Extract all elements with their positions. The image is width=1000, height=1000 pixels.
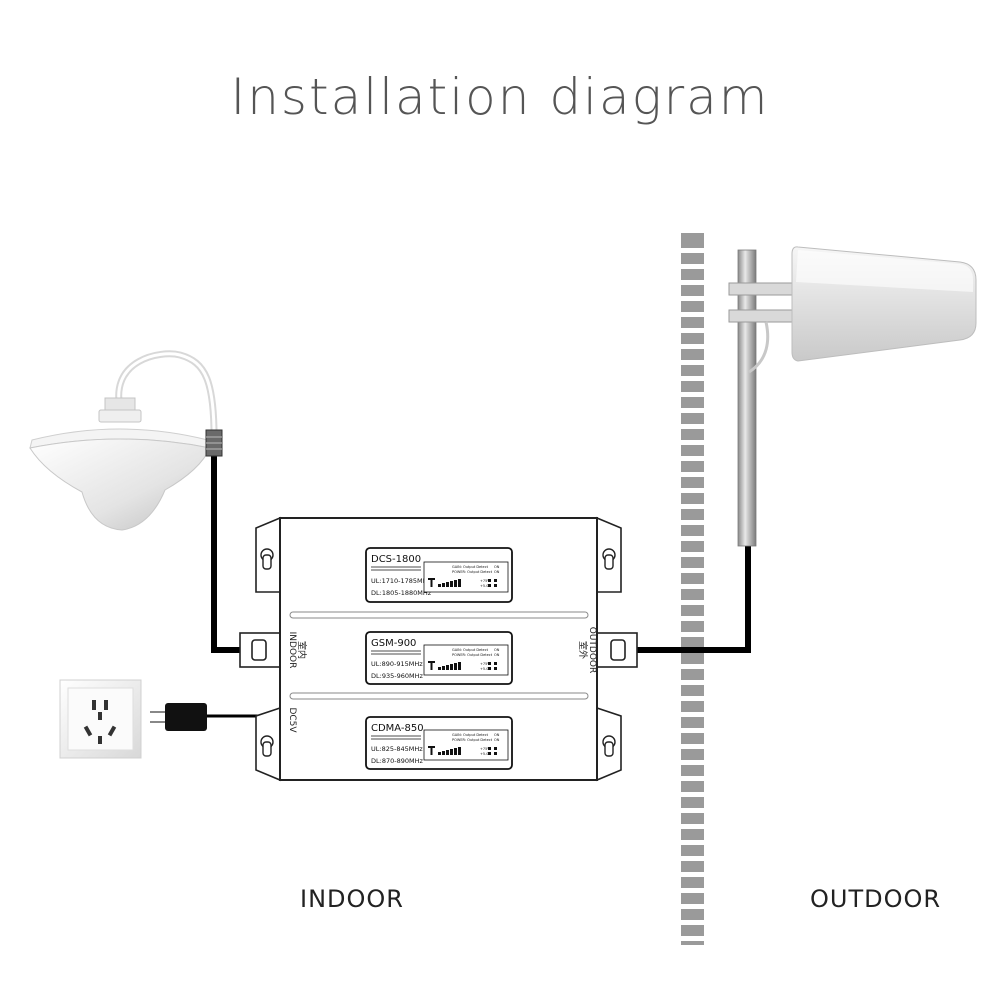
panel-ind: +5.0V <box>480 752 491 756</box>
signal-bars-icon <box>428 746 461 755</box>
wall-gap <box>681 808 704 813</box>
wall-gap <box>681 696 704 701</box>
module-name: CDMA-850 <box>371 723 424 734</box>
wall-gap <box>681 520 704 525</box>
ceiling-antenna <box>29 350 223 531</box>
panel-ind: ON <box>494 570 500 574</box>
wall-gap <box>681 824 704 829</box>
panel-line: POWER: Output Detect <box>452 738 493 742</box>
outdoor-port-label-cn: 室外 <box>577 641 589 659</box>
wall-gap <box>681 456 704 461</box>
wall-socket <box>59 679 142 759</box>
wall <box>681 233 704 945</box>
panel-ind: +75V <box>480 579 490 583</box>
wall-gap <box>681 936 704 941</box>
wall-gap <box>681 552 704 557</box>
indoor-zone-label: INDOOR <box>300 885 404 913</box>
wall-gap <box>681 408 704 413</box>
wall-gap <box>681 504 704 509</box>
wall-gap <box>681 472 704 477</box>
module-ul: UL:1710-1785MHz <box>371 577 431 585</box>
wall-gap <box>681 376 704 381</box>
wall-gap <box>681 568 704 573</box>
wall-gap <box>681 440 704 445</box>
indoor-port-label: INDOOR <box>287 632 297 669</box>
wall-gap <box>681 312 704 317</box>
outdoor-antenna <box>728 246 977 547</box>
module-name: DCS-1800 <box>371 554 421 565</box>
module-panel: GSM-900 UL:890-915MHz DL:935-960MHz GAIN… <box>365 631 513 685</box>
module-dl: DL:935-960MHz <box>371 672 423 680</box>
panel-ind: +75V <box>480 747 490 751</box>
indoor-port-label-cn: 室内 <box>296 641 308 659</box>
panel-ind: ON <box>494 648 500 652</box>
wall-gap <box>681 328 704 333</box>
wall-gap <box>681 888 704 893</box>
wall-gap <box>681 872 704 877</box>
module-dl: DL:1805-1880MHz <box>371 589 432 597</box>
wall-gap <box>681 488 704 493</box>
outdoor-zone-label: OUTDOOR <box>810 885 942 913</box>
wall-gap <box>681 392 704 397</box>
panel-ind: ON <box>494 733 500 737</box>
wall-gap <box>681 920 704 925</box>
wall-gap <box>681 632 704 637</box>
repeater-unit: INDOOR 室内 OUTDOOR 室外 DC5V DCS-1800 UL:17… <box>239 516 638 782</box>
power-adapter <box>150 703 207 731</box>
wall-gap <box>681 712 704 717</box>
wall-gap <box>681 840 704 845</box>
wall-gap <box>681 856 704 861</box>
wall-gap <box>681 248 704 253</box>
wall-gap <box>681 424 704 429</box>
wall-gap <box>681 264 704 269</box>
page-title: Installation diagram <box>230 68 770 126</box>
panel-line: GAIN: Output Detect <box>452 648 489 652</box>
module-ul: UL:890-915MHz <box>371 660 423 668</box>
wall-gap <box>681 584 704 589</box>
module-panel: DCS-1800 UL:1710-1785MHz DL:1805-1880MHz… <box>365 547 513 603</box>
wall-gap <box>681 616 704 621</box>
wall-gap <box>681 344 704 349</box>
module-dl: DL:870-890MHz <box>371 757 423 765</box>
signal-bars-icon <box>428 661 461 670</box>
panel-ind: +5.0V <box>480 584 491 588</box>
wall-gap <box>681 744 704 749</box>
panel-ind: ON <box>494 738 500 742</box>
panel-line: GAIN: Output Detect <box>452 565 489 569</box>
wall-gap <box>681 600 704 605</box>
indoor-cable <box>211 447 240 653</box>
outdoor-port-label: OUTDOOR <box>587 627 597 674</box>
wall-gap <box>681 776 704 781</box>
panel-ind: +5.0V <box>480 667 491 671</box>
panel-ind: ON <box>494 653 500 657</box>
panel-ind: +75V <box>480 662 490 666</box>
wall-gap <box>681 760 704 765</box>
wall-gap <box>681 296 704 301</box>
module-ul: UL:825-845MHz <box>371 745 423 753</box>
wall-gap <box>681 664 704 669</box>
wall-gap <box>681 280 704 285</box>
wall-gap <box>681 904 704 909</box>
panel-line: POWER: Output Detect <box>452 653 493 657</box>
wall-gap <box>681 360 704 365</box>
panel-line: POWER: Output Detect <box>452 570 493 574</box>
panel-line: GAIN: Output Detect <box>452 733 489 737</box>
wall-gap <box>681 792 704 797</box>
module-panel: CDMA-850 UL:825-845MHz DL:870-890MHz GAI… <box>365 716 513 770</box>
wall-gap <box>681 536 704 541</box>
module-name: GSM-900 <box>371 638 416 649</box>
wall-gap <box>681 680 704 685</box>
signal-bars-icon <box>428 578 461 587</box>
panel-ind: ON <box>494 565 500 569</box>
power-port-label: DC5V <box>287 707 297 733</box>
wall-gap <box>681 728 704 733</box>
